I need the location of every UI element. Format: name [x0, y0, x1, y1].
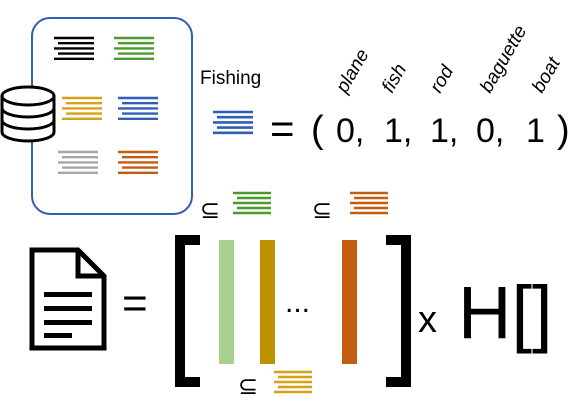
column-orange — [342, 240, 357, 364]
vector-value: 1, — [384, 112, 412, 150]
yellow-document-icon — [62, 96, 102, 121]
orange-document-icon — [118, 150, 158, 175]
vector-value: 1, — [430, 112, 458, 150]
topic-label: Fishing — [200, 68, 261, 89]
word-label-boat: boat — [528, 53, 565, 96]
document-icon — [29, 247, 107, 351]
vector-values: 0, 1, 1, 0, 1 — [336, 112, 545, 150]
orange-document-icon — [350, 191, 388, 215]
left-bracket — [175, 235, 200, 387]
topic-lines — [213, 110, 253, 135]
vector-close-paren: ) — [557, 109, 570, 151]
green-document-icon — [233, 191, 271, 215]
subset-annotation-green: ⊆ — [200, 191, 271, 224]
word-label-rod: rod — [426, 61, 459, 97]
vector-equals: = — [270, 105, 295, 152]
column-dark-yellow — [260, 240, 275, 364]
equation-equals: = — [122, 279, 148, 328]
gray-document-icon — [58, 150, 98, 175]
document-collection — [54, 36, 158, 175]
entropy-label: H[] — [458, 271, 553, 354]
black-document-icon — [54, 36, 94, 60]
vector-open-paren: ( — [311, 109, 324, 151]
green-lines — [233, 191, 271, 215]
green-document-icon — [114, 36, 154, 60]
subset-symbol: ⊆ — [200, 197, 220, 224]
vector-value: 0, — [476, 112, 504, 150]
word-label-fish: fish — [378, 60, 411, 96]
vector-value: 1 — [526, 112, 545, 150]
blue-document-icon — [118, 96, 158, 121]
yellow-lines — [274, 370, 312, 394]
orange-lines — [350, 191, 388, 215]
subset-annotation-orange: ⊆ — [312, 191, 388, 224]
multiply-sign: x — [418, 299, 437, 341]
yellow-document-icon — [274, 370, 312, 394]
vector-value: 0, — [336, 112, 364, 150]
topic-document-icon — [213, 110, 253, 135]
subset-annotation-yellow: ⊆ — [238, 370, 312, 400]
database-icon — [0, 85, 56, 143]
word-label-plane: plane — [332, 46, 374, 98]
right-bracket — [386, 235, 411, 387]
ellipsis: ... — [285, 286, 310, 319]
column-light-green — [219, 240, 234, 364]
subset-symbol: ⊆ — [312, 197, 332, 224]
word-label-baguette: baguette — [476, 22, 531, 97]
subset-symbol: ⊆ — [238, 373, 258, 400]
